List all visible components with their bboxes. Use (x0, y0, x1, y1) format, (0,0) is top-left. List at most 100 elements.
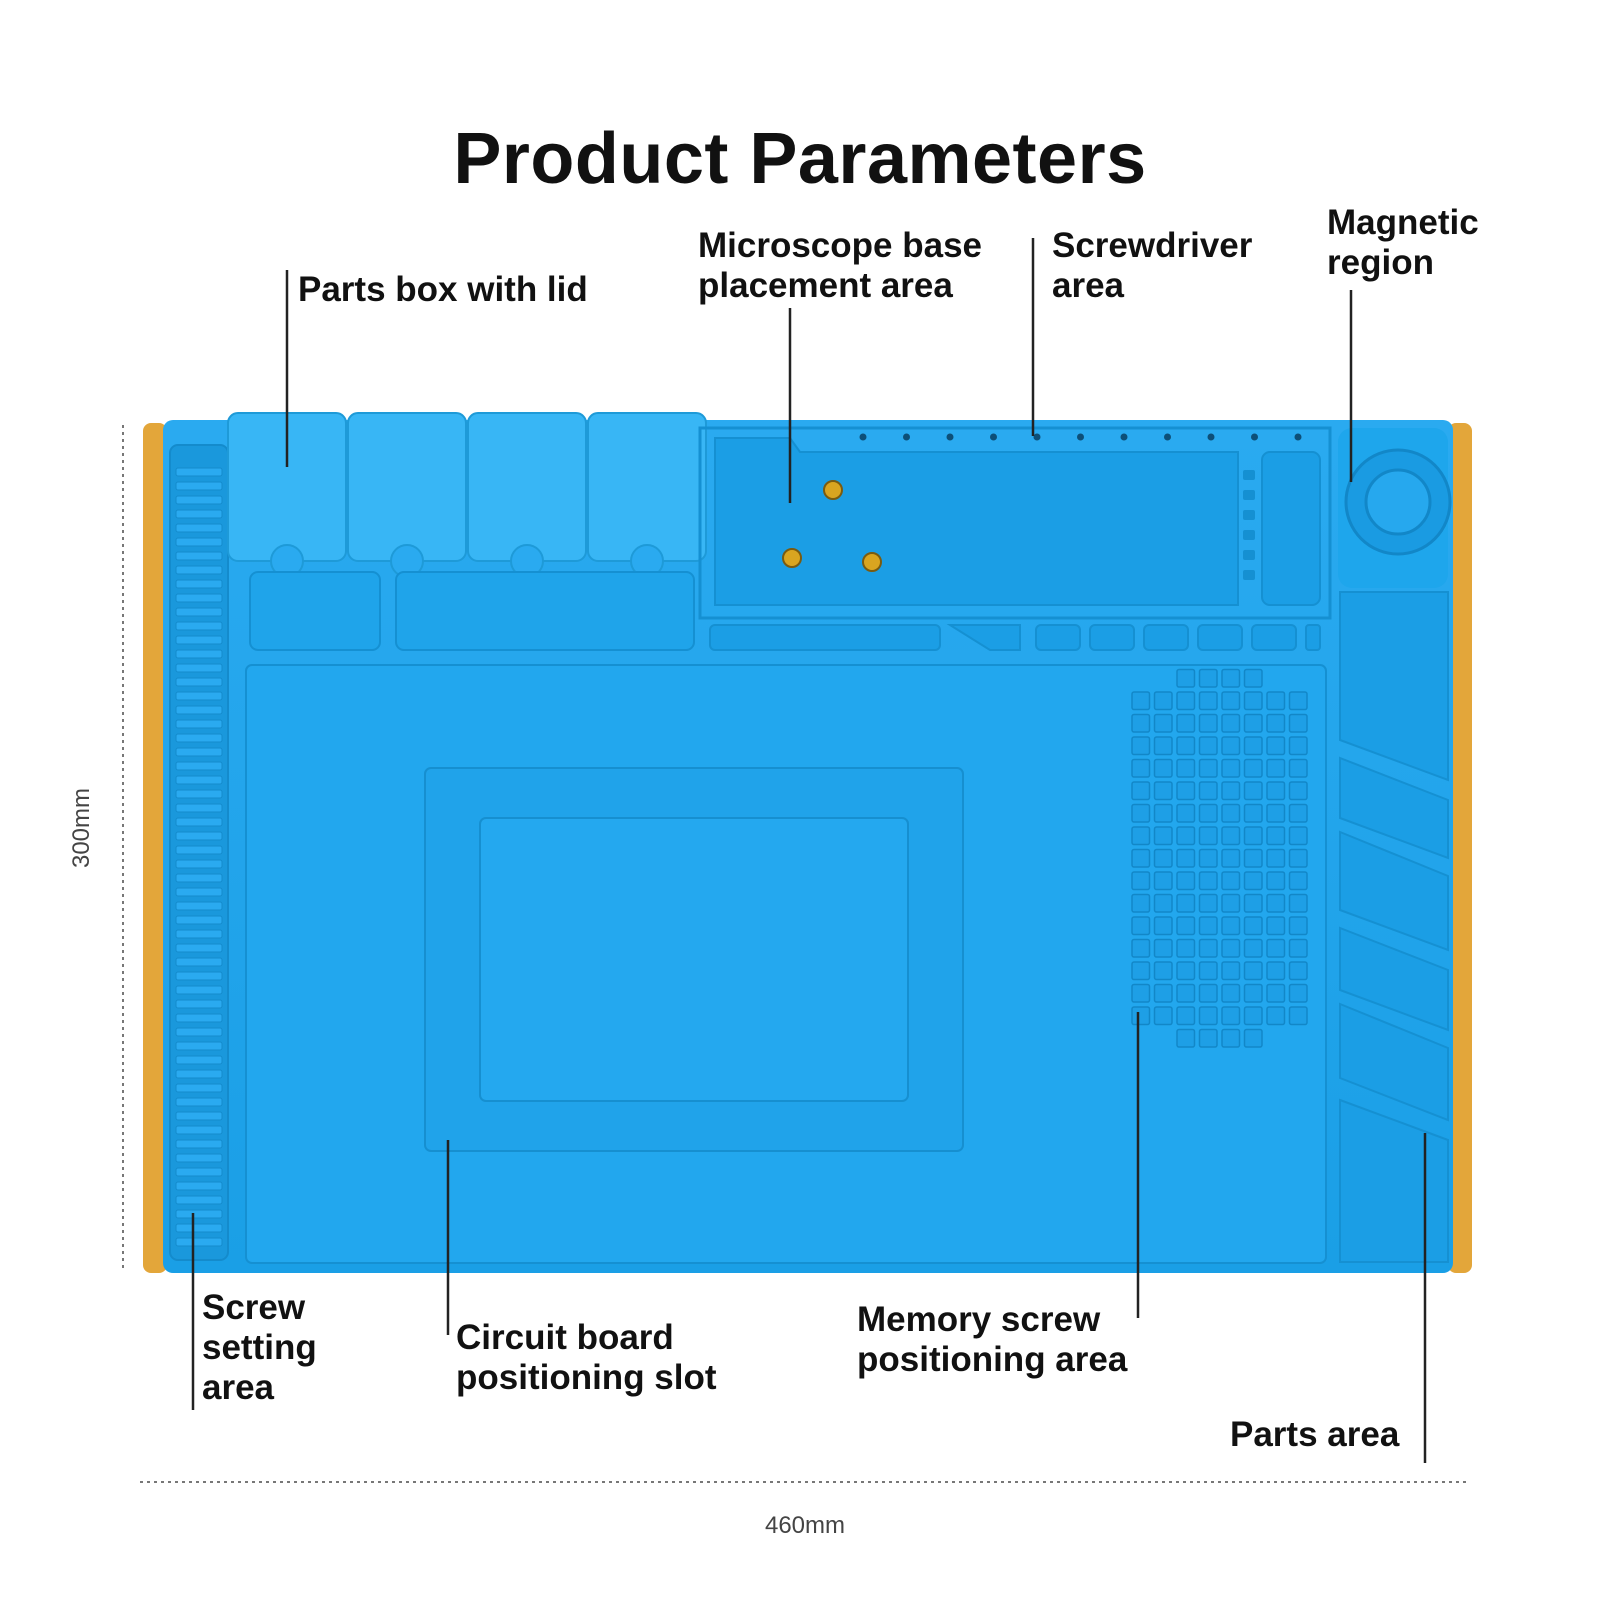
parts-box-lid (347, 412, 467, 562)
screw-setting-slot (175, 1181, 223, 1191)
screw-setting-slot (175, 943, 223, 953)
memory-screw-cell (1131, 713, 1151, 733)
parts-bin (1339, 1002, 1449, 1122)
parts-box-lid (467, 412, 587, 562)
memory-screw-cell (1176, 691, 1196, 711)
memory-screw-cell (1198, 938, 1218, 958)
magnetic-disc-inner (1364, 468, 1432, 536)
side-notch (1243, 550, 1255, 560)
screw-setting-slot (175, 887, 223, 897)
memory-screw-cell (1288, 916, 1308, 936)
memory-screw-cell (1266, 736, 1286, 756)
screw-setting-slot (175, 1013, 223, 1023)
memory-screw-cell (1243, 983, 1263, 1003)
memory-screw-cell (1131, 736, 1151, 756)
screw-setting-slot (175, 859, 223, 869)
memory-screw-cell (1198, 668, 1218, 688)
memory-screw-cell (1131, 871, 1151, 891)
memory-screw-cell (1243, 871, 1263, 891)
screw-setting-slot (175, 705, 223, 715)
memory-screw-cell (1221, 781, 1241, 801)
side-notch (1243, 490, 1255, 500)
slot (1143, 624, 1189, 651)
memory-screw-cell (1243, 758, 1263, 778)
memory-screw-cell (1221, 871, 1241, 891)
screw-setting-slot (175, 635, 223, 645)
memory-screw-cell (1266, 961, 1286, 981)
memory-screw-cell (1131, 1006, 1151, 1026)
memory-screw-cell (1266, 758, 1286, 778)
memory-screw-cell (1198, 848, 1218, 868)
memory-screw-cell (1131, 691, 1151, 711)
memory-screw-cell (1221, 758, 1241, 778)
memory-screw-cell (1243, 826, 1263, 846)
memory-screw-cell (1221, 916, 1241, 936)
memory-screw-cell (1288, 938, 1308, 958)
memory-screw-cell (1131, 893, 1151, 913)
screwdriver-hole (1120, 433, 1128, 441)
screw-setting-slot (175, 1195, 223, 1205)
memory-screw-cell (1221, 691, 1241, 711)
side-notch (1243, 470, 1255, 480)
memory-screw-cell (1243, 848, 1263, 868)
memory-screw-grid (1131, 668, 1308, 1048)
screw-setting-slot (175, 523, 223, 533)
memory-screw-cell (1176, 916, 1196, 936)
memory-screw-cell (1198, 983, 1218, 1003)
parts-bin (1339, 830, 1449, 952)
memory-screw-cell (1153, 736, 1173, 756)
screw-setting-slot (175, 467, 223, 477)
memory-screw-cell (1266, 691, 1286, 711)
screw-setting-slot (175, 775, 223, 785)
memory-screw-cell (1266, 893, 1286, 913)
screw-setting-slot (175, 873, 223, 883)
screwdriver-hole (1207, 433, 1215, 441)
screw-setting-slot (175, 1111, 223, 1121)
memory-screw-cell (1288, 691, 1308, 711)
memory-screw-cell (1153, 893, 1173, 913)
screw-setting-slot (175, 481, 223, 491)
memory-screw-cell (1266, 848, 1286, 868)
screw-setting-slot (175, 593, 223, 603)
page-title: Product Parameters (453, 119, 1147, 199)
screw-setting-slot (175, 509, 223, 519)
memory-screw-cell (1221, 938, 1241, 958)
screwdriver-hole (903, 433, 910, 441)
memory-screw-cell (1153, 691, 1173, 711)
screw-setting-slot (175, 1209, 223, 1219)
memory-screw-cell (1288, 803, 1308, 823)
screw-setting-slot (175, 565, 223, 575)
memory-screw-cell (1288, 826, 1308, 846)
memory-screw-cell (1176, 826, 1196, 846)
screw-setting-slot (175, 985, 223, 995)
memory-screw-cell (1243, 1028, 1263, 1048)
screwdriver-hole (1251, 433, 1258, 441)
screw-setting-slot (175, 1055, 223, 1065)
memory-screw-cell (1266, 713, 1286, 733)
memory-screw-cell (1243, 691, 1263, 711)
small-compartment (249, 571, 381, 651)
screw-setting-slot (175, 579, 223, 589)
screw-setting-slot (175, 1167, 223, 1177)
memory-screw-cell (1176, 983, 1196, 1003)
screw-setting-slot (175, 1069, 223, 1079)
memory-screw-cell (1153, 713, 1173, 733)
memory-screw-cell (1266, 916, 1286, 936)
memory-screw-cell (1243, 916, 1263, 936)
circuit-board-slot-inner (479, 817, 909, 1102)
screw-setting-slot (175, 1223, 223, 1233)
memory-screw-cell (1131, 983, 1151, 1003)
screw-setting-slots (175, 467, 223, 1247)
memory-screw-cell (1176, 871, 1196, 891)
screw-setting-slot (175, 789, 223, 799)
memory-screw-cell (1198, 961, 1218, 981)
memory-screw-cell (1266, 1006, 1286, 1026)
memory-screw-cell (1131, 961, 1151, 981)
label-parts-box: Parts box with lid (298, 270, 588, 309)
left-edge-rail (143, 423, 167, 1273)
memory-screw-cell (1243, 938, 1263, 958)
memory-screw-cell (1288, 961, 1308, 981)
memory-screw-cell (1153, 983, 1173, 1003)
memory-screw-cell (1221, 848, 1241, 868)
label-magnetic: Magnetic region (1327, 203, 1479, 282)
